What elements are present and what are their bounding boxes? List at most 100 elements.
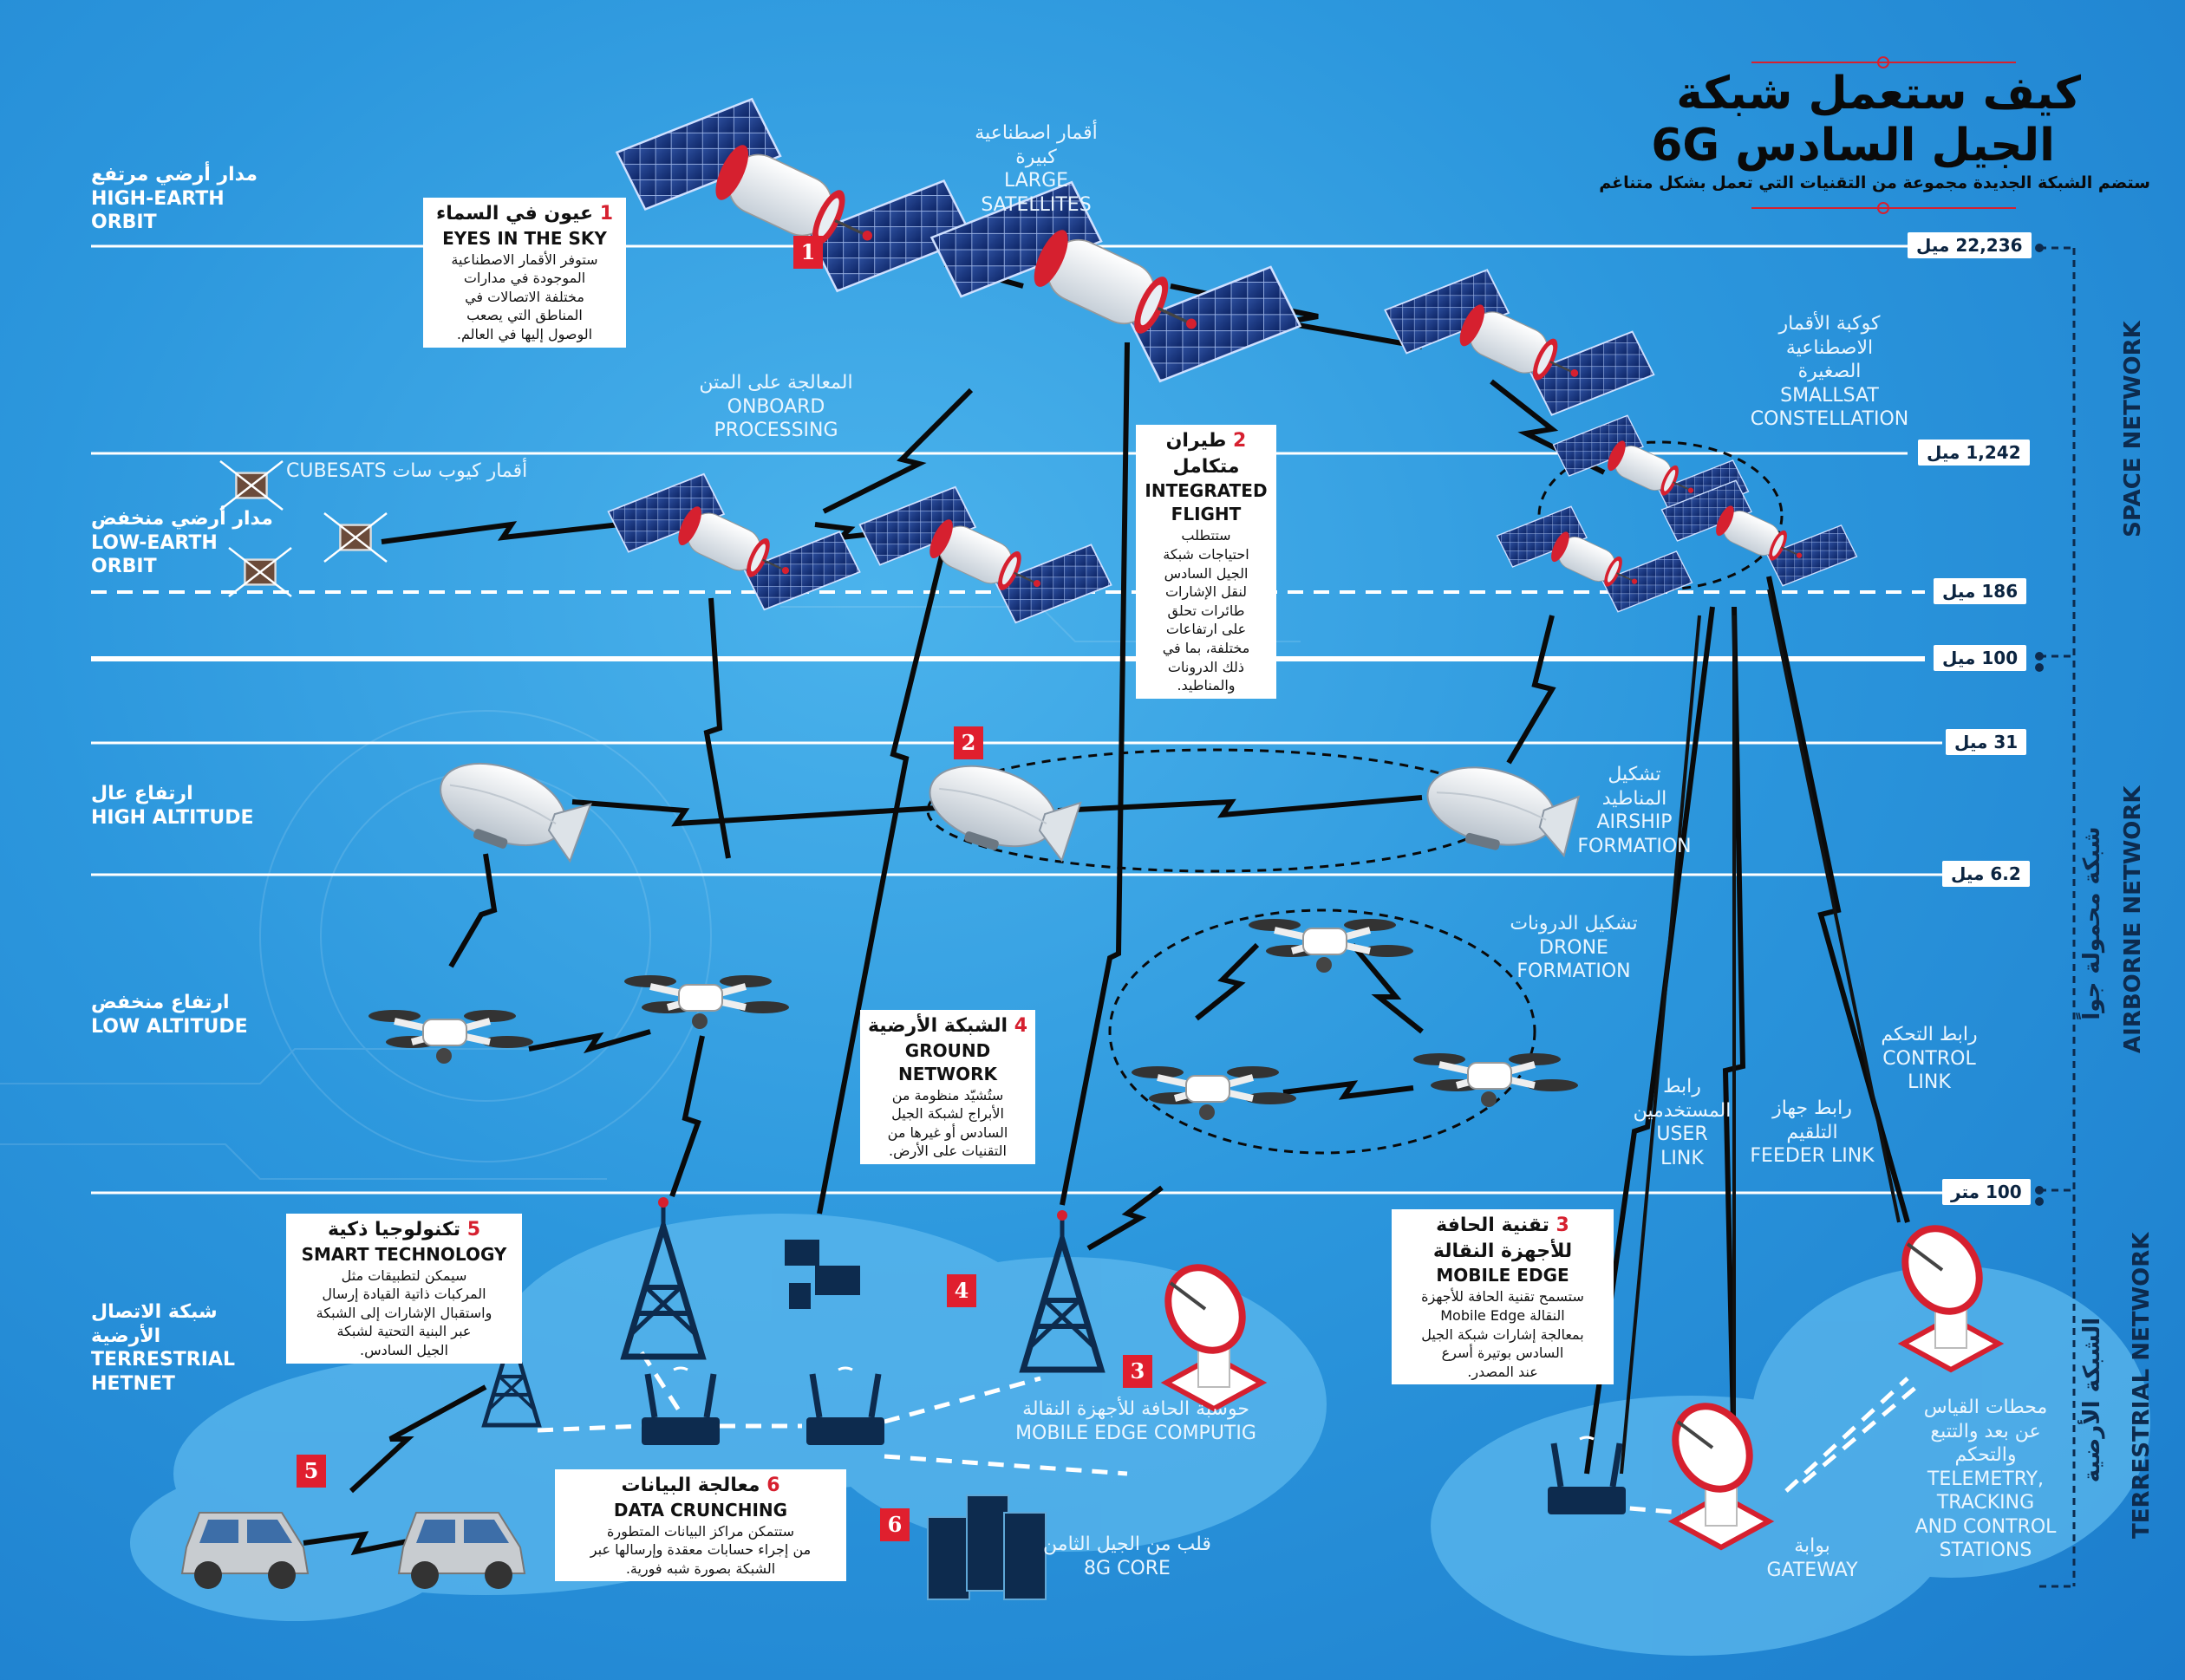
orbit-heo-ar: مدار أرضي مرتفع: [91, 164, 258, 186]
callout2-line: لنقل الإشارات: [1164, 583, 1248, 601]
terr-en2: HETNET: [91, 1372, 175, 1395]
label-onboard-processing: المعالجة على المتن ONBOARD PROCESSING: [676, 371, 876, 443]
smallsat-en2: CONSTELLATION: [1750, 408, 1909, 430]
callout6-body: ستتمكن مراكز البيانات المتطورة من إجراء …: [562, 1522, 839, 1579]
badge-1: 1: [793, 236, 823, 269]
altitude-6-2: 6.2 ميل: [1942, 861, 2030, 887]
badge-4: 4: [947, 1274, 976, 1307]
control-link-en2: LINK: [1908, 1071, 1951, 1093]
callout-eyes-in-the-sky: 1 عيون في السماء EYES IN THE SKY ستوفر ا…: [423, 198, 626, 348]
callout3-line: عند المصدر.: [1467, 1363, 1538, 1380]
airship-en1: AIRSHIP: [1596, 811, 1673, 833]
callout4-heading-ar: 4 الشبكة الأرضية: [867, 1013, 1028, 1039]
mec-ar: حوسبة الحافة للأجهزة النقالة: [1022, 1398, 1249, 1420]
drone-ar: تشكيل الدرونات: [1510, 913, 1638, 934]
subtitle: ستضم الشبكة الجديدة مجموعة من التقنيات ا…: [1599, 173, 2150, 192]
callout-data-crunching: 6 معالجة البيانات DATA CRUNCHING ستتمكن …: [555, 1469, 846, 1582]
callout-ground-network: 4 الشبكة الأرضية GROUND NETWORK ستُشيّد …: [860, 1010, 1035, 1165]
callout2-line: طائرات تحلق: [1167, 602, 1245, 619]
alt-high-ar: ارتفاع عال: [91, 783, 193, 804]
callout1-heading-ar: 1 عيون في السماء: [430, 201, 619, 227]
smallsat-ar2: الاصطناعية: [1785, 336, 1874, 359]
feeder-ar1: رابط جهاز: [1772, 1097, 1852, 1119]
callout3-line: ستسمح تقنية الحافة للأجهزة: [1421, 1288, 1584, 1306]
callout3-line: بمعالجة إشارات شبكة الجيل: [1421, 1325, 1584, 1343]
label-gateway: بوابة GATEWAY: [1743, 1534, 1882, 1582]
control-link-en1: CONTROL: [1882, 1047, 1976, 1070]
ttc-ar1: محطات القياس: [1923, 1397, 2048, 1418]
onboard-en1: ONBOARD: [727, 395, 825, 418]
ttc-ar3: والتحكم: [1954, 1444, 2017, 1466]
orbit-heo-en1: HIGH-EARTH: [91, 187, 225, 210]
callout2-num: 2: [1233, 430, 1247, 452]
callout4-body: ستُشيّد منظومة من الأبراج لشبكة الجيل ال…: [867, 1086, 1028, 1161]
callout6-line: ستتمكن مراكز البيانات المتطورة: [606, 1522, 794, 1540]
callout4-line: ستُشيّد منظومة من: [891, 1086, 1004, 1104]
callout4-line: السادس أو غيرها من: [887, 1123, 1008, 1141]
badge-2: 2: [954, 726, 983, 759]
alt-label-low: ارتفاع منخفض LOW ALTITUDE: [91, 991, 248, 1039]
onboard-en2: PROCESSING: [714, 420, 838, 441]
callout6-num: 6: [766, 1475, 780, 1496]
callout2-line: والمناطيد.: [1177, 677, 1236, 694]
onboard-ar: المعالجة على المتن: [699, 372, 853, 394]
callout6-line: الشبكة بصورة شبه فورية.: [625, 1560, 776, 1577]
callout5-line: عبر البنية التحتية لشبكة: [336, 1323, 472, 1340]
callout1-num: 1: [599, 203, 613, 225]
orbit-leo-en2: ORBIT: [91, 556, 157, 577]
title-line-1: كيف ستعمل شبكة: [1676, 68, 2081, 120]
terr-ar2: الأرضية: [91, 1325, 161, 1347]
label-mobile-edge-computing: حوسبة الحافة للأجهزة النقالة MOBILE EDGE…: [997, 1397, 1275, 1445]
callout2-line: على ارتفاعات: [1165, 621, 1247, 638]
callout3-heading-ar: 3 تقنية الحافة: [1399, 1213, 1607, 1239]
user-link-en1: USER: [1656, 1123, 1708, 1145]
altitude-100m: 100 متر: [1942, 1179, 2031, 1205]
side-label-terrestrial-ar: الشبكة الأرضية: [2079, 1317, 2105, 1483]
callout5-line: المركبات ذاتية القيادة إرسال: [322, 1286, 486, 1303]
label-ttc-stations: محطات القياس عن بعد والتتبع والتحكم TELE…: [1890, 1396, 2081, 1563]
callout3-line: النقالة Mobile Edge: [1440, 1306, 1565, 1324]
callout5-heading-ar: 5 تكنولوجيا ذكية: [293, 1217, 515, 1243]
callout-mobile-edge: 3 تقنية الحافة للأجهزة النقالة MOBILE ED…: [1392, 1209, 1614, 1385]
smallsat-ar3: الصغيرة: [1797, 361, 1862, 382]
callout2-line: مختلفة، بما في: [1162, 639, 1250, 656]
orbit-heo-en2: ORBIT: [91, 212, 157, 233]
ttc-en3: AND CONTROL: [1914, 1515, 2057, 1538]
callout1-line: الموجودة في مدارات: [463, 270, 586, 287]
side-label-terrestrial-en: TERRESTRIAL NETWORK: [2129, 1232, 2155, 1539]
terrestrial-label: شبكة الاتصال الأرضية TERRESTRIAL HETNET: [91, 1300, 235, 1396]
callout5-body: سيمكن لتطبيقات مثل المركبات ذاتية القياد…: [293, 1267, 515, 1360]
callout-integrated-flight: 2 طيران متكامل INTEGRATED FLIGHT ستتطلب …: [1136, 425, 1276, 699]
control-link-ar: رابط التحكم: [1881, 1024, 1978, 1045]
label-cubesats: CUBESATS أقمار كيوب سات: [286, 459, 527, 484]
callout2-heading-ar: 2 طيران: [1143, 428, 1269, 454]
badge-3: 3: [1123, 1355, 1152, 1388]
side-label-airborne-ar: شبكة محمولة جواً: [2079, 826, 2105, 1020]
ttc-en2: TRACKING: [1936, 1492, 2035, 1514]
callout2-line: الجيل السادس: [1164, 564, 1249, 582]
callout3-ar1: تقنية الحافة: [1436, 1214, 1549, 1236]
callout3-ar2: للأجهزة النقالة: [1432, 1240, 1573, 1262]
callout5-line: واستقبال الإشارات إلى الشبكة: [316, 1304, 492, 1321]
smallsat-ar1: كوكبة الأقمار: [1778, 313, 1881, 335]
user-link-ar1: رابط: [1663, 1076, 1701, 1097]
airship-ar1: تشكيل: [1608, 764, 1661, 785]
callout6-heading-ar: 6 معالجة البيانات: [562, 1473, 839, 1499]
ttc-en1: TELEMETRY,: [1927, 1468, 2045, 1490]
large-sat-ar1: أقمار اصطناعية: [975, 122, 1098, 144]
terr-ar1: شبكة الاتصال: [91, 1301, 218, 1323]
label-airship-formation: تشكيل المناطيد AIRSHIP FORMATION: [1552, 763, 1717, 858]
callout4-en2: NETWORK: [897, 1063, 997, 1084]
user-link-ar2: المستخدمين: [1633, 1099, 1732, 1122]
callout2-en2: FLIGHT: [1171, 504, 1242, 525]
callout6-ar: معالجة البيانات: [621, 1475, 760, 1496]
callout1-line: ستوفر الأقمار الاصطناعية: [451, 251, 598, 268]
core8g-en: 8G CORE: [1084, 1557, 1171, 1579]
callout5-en: SMART TECHNOLOGY: [301, 1243, 507, 1265]
drone-en2: FORMATION: [1516, 960, 1631, 982]
label-feeder-link: رابط جهاز التلقيم FEEDER LINK: [1743, 1097, 1882, 1169]
large-sat-ar2: كبيرة: [1015, 146, 1057, 168]
callout2-body: ستتطلب احتياجات شبكة الجيل السادس لنقل ا…: [1143, 526, 1269, 694]
cubesats-en: CUBESATS: [286, 460, 387, 482]
